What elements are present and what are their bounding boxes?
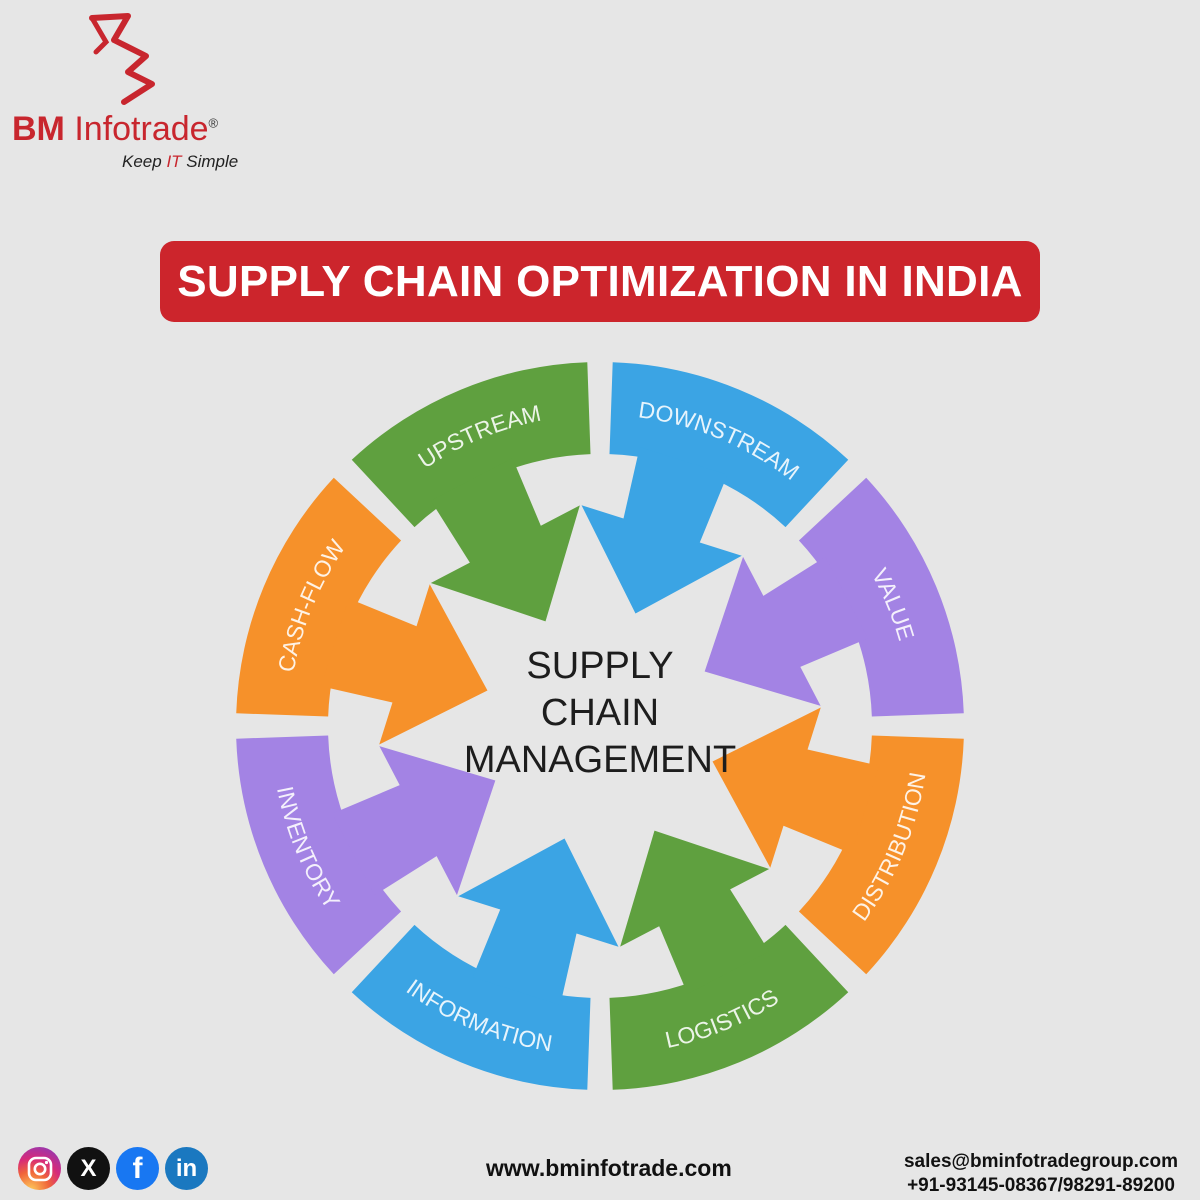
brand-logo: BM Infotrade® Keep IT Simple [12, 12, 272, 182]
website-link[interactable]: www.bminfotrade.com [486, 1155, 732, 1181]
segment-value [798, 477, 964, 717]
tagline-it: IT [166, 152, 182, 171]
instagram-icon[interactable] [18, 1147, 61, 1190]
center-line-1: SUPPLY [526, 645, 673, 687]
arrow-cash-flow [321, 584, 488, 745]
brand-name-rest: Infotrade [64, 110, 209, 148]
segment-inventory [236, 735, 402, 975]
segment-upstream [351, 362, 591, 528]
arrow-value [704, 556, 868, 706]
registered-mark: ® [208, 115, 219, 131]
segment-logistics [609, 924, 849, 1090]
facebook-icon[interactable]: f [116, 1147, 159, 1190]
center-line-2: CHAIN [541, 692, 659, 734]
linkedin-icon[interactable]: in [165, 1147, 208, 1190]
email-link[interactable]: sales@bminfotradegroup.com [903, 1151, 1178, 1172]
brand-name: BM Infotrade® [12, 110, 218, 149]
x-icon[interactable]: X [67, 1147, 110, 1190]
segment-distribution [798, 735, 964, 975]
brand-tagline: Keep IT Simple [122, 152, 238, 172]
arrow-information [458, 838, 619, 1005]
arrow-inventory [332, 746, 496, 896]
segment-downstream [609, 362, 849, 528]
contact-info: sales@bminfotradegroup.com +91-93145-083… [904, 1150, 1178, 1198]
tagline-post: Simple [181, 152, 239, 171]
arrow-distribution [712, 707, 879, 868]
tagline-pre: Keep [122, 152, 167, 171]
arrow-upstream [430, 458, 580, 622]
logo-mark-icon [89, 13, 155, 105]
title-banner: SUPPLY CHAIN OPTIMIZATION IN INDIA [160, 241, 1040, 322]
page-title: SUPPLY CHAIN OPTIMIZATION IN INDIA [177, 256, 1023, 306]
arrow-downstream [581, 447, 742, 614]
phone-number[interactable]: +91-93145-08367/98291-89200 [907, 1175, 1175, 1196]
segment-cash-flow [236, 477, 402, 717]
brand-name-bold: BM [12, 110, 65, 148]
center-line-3: MANAGEMENT [464, 739, 736, 781]
arrow-logistics [620, 830, 770, 994]
segment-information [351, 924, 591, 1090]
